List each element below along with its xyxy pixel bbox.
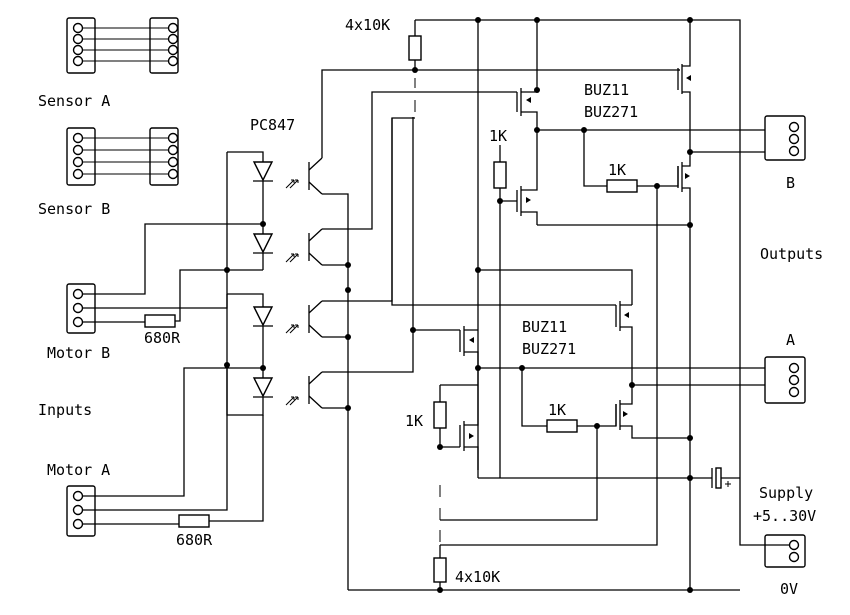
ground-label: 0V	[780, 580, 798, 598]
motor-a-wiring	[82, 294, 264, 528]
motor-a-connector	[66, 485, 96, 537]
rnet-top-label: 4x10K	[345, 16, 390, 34]
motor-b-resistor-label: 680R	[144, 329, 181, 347]
optocoupler-label: PC847	[250, 116, 295, 134]
r1k-top-mid-label: 1K	[608, 161, 626, 179]
mosfet-top-label-1: BUZ11	[584, 81, 629, 99]
mosfet-top-label-2: BUZ271	[584, 103, 638, 121]
motor-a-resistor-label: 680R	[176, 531, 213, 549]
supply-connector	[739, 520, 806, 568]
rnet-bottom-label: 4x10K	[455, 568, 500, 586]
r1k-bottom-mid-label: 1K	[548, 401, 566, 419]
motor-b-label: Motor B	[47, 344, 110, 362]
junction-dots-top	[475, 17, 693, 228]
mosfet-bottom-label-1: BUZ11	[522, 318, 567, 336]
sensor-a-cable	[66, 17, 179, 74]
inputs-label: Inputs	[38, 401, 92, 419]
output-a-label: A	[786, 331, 795, 349]
supply-capacitor	[478, 467, 740, 489]
junction-dots-supply	[437, 587, 693, 593]
motor-b-connector	[66, 283, 96, 334]
motor-a-label: Motor A	[47, 461, 110, 479]
r1k-bottom-left-label: 1K	[405, 412, 423, 430]
mosfet-bottom-label-2: BUZ271	[522, 340, 576, 358]
optocoupler-output-wiring	[321, 69, 680, 590]
supply-range-label: +5..30V	[753, 507, 816, 525]
optocoupler-light-arrows	[285, 179, 299, 406]
junction-dots-opto	[224, 221, 351, 411]
rnet-top	[408, 19, 741, 520]
rnet-bottom	[348, 384, 740, 591]
optocoupler-led-column	[226, 151, 274, 416]
outputs-label: Outputs	[760, 245, 823, 263]
output-a-connector	[764, 356, 806, 404]
h-bridge-a	[391, 118, 790, 521]
sensor-b-label: Sensor B	[38, 200, 110, 218]
junction-dots-bottom	[410, 267, 693, 481]
r1k-top-left-label: 1K	[489, 127, 507, 145]
output-b-label: B	[786, 174, 795, 192]
output-b-connector	[764, 115, 806, 161]
sensor-b-cable	[66, 127, 179, 186]
sensor-a-label: Sensor A	[38, 92, 110, 110]
supply-label: Supply	[759, 484, 813, 502]
optocoupler-phototransistors	[308, 157, 323, 409]
